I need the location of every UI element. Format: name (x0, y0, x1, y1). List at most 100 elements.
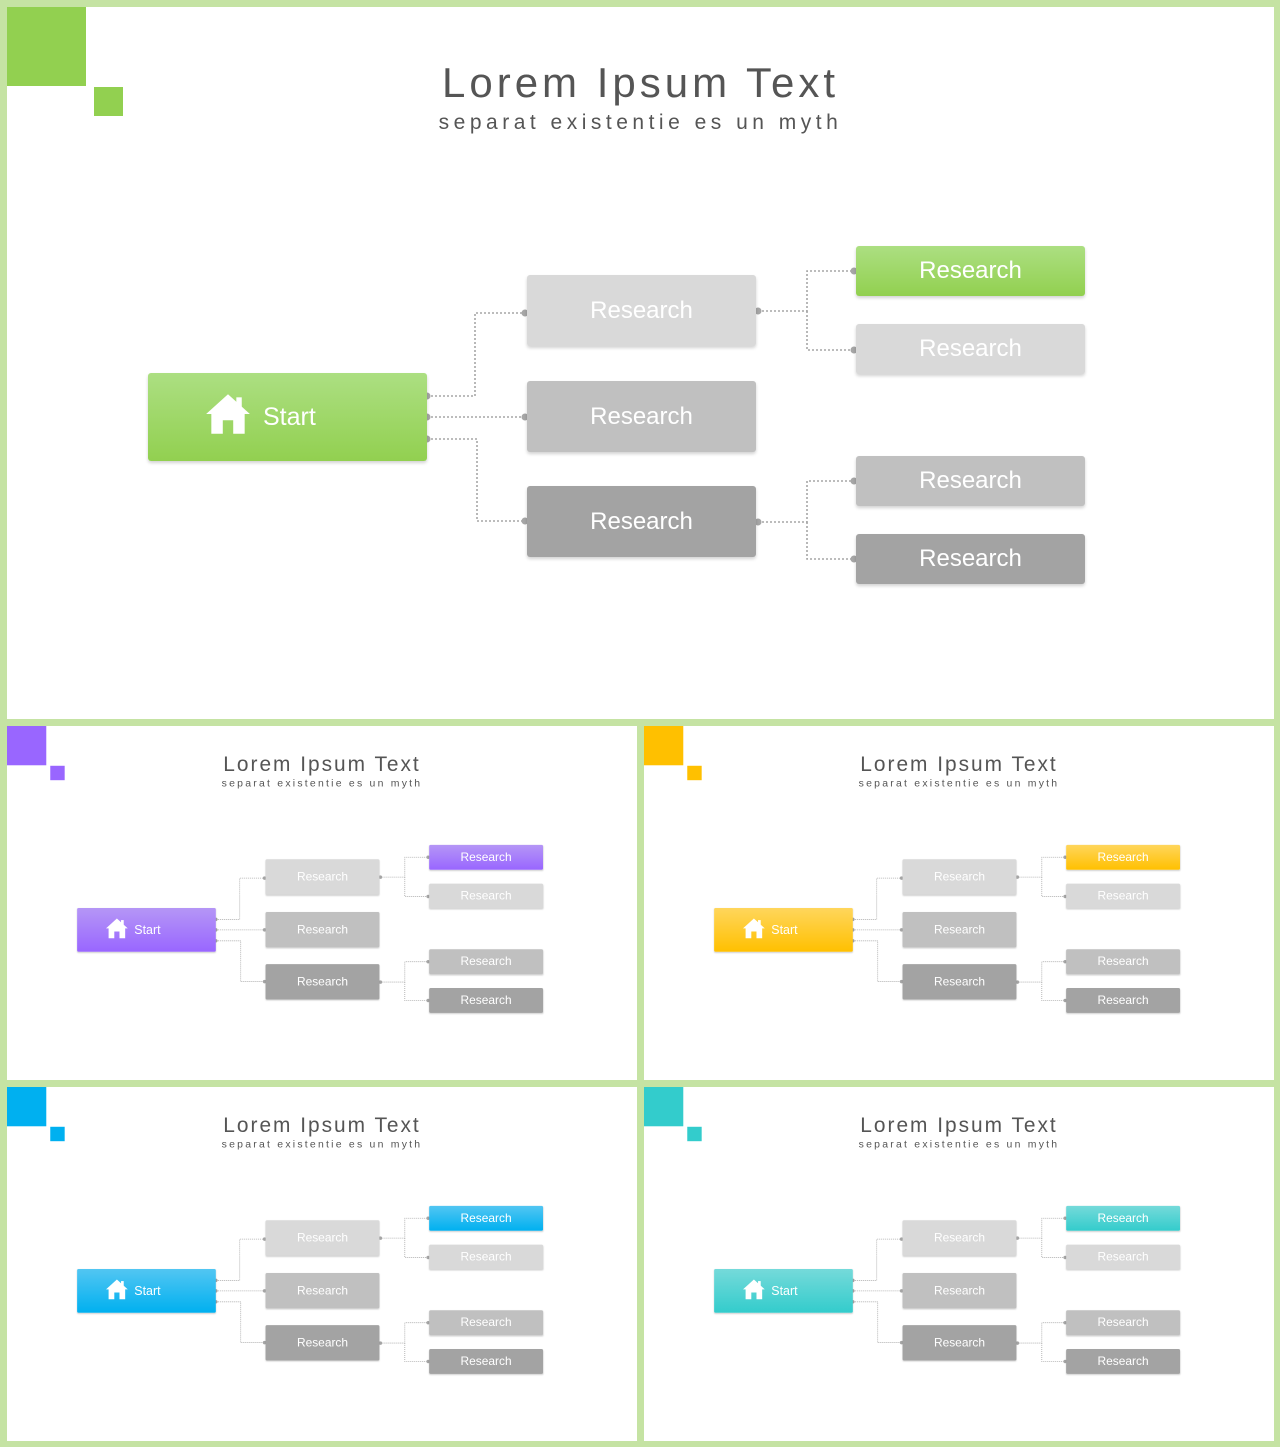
corner-square-small (94, 87, 123, 116)
connector-dot (1063, 998, 1067, 1003)
research-label: Research (296, 869, 349, 884)
research-node-upper[interactable]: Research (265, 1220, 380, 1256)
research-label: Research (460, 889, 512, 903)
connector-line (380, 1217, 429, 1239)
research-node-lower-top[interactable]: Research (429, 949, 544, 975)
corner-square-small (50, 1126, 65, 1142)
connector-line (1017, 1217, 1066, 1239)
research-node-lower-top[interactable]: Research (1066, 1310, 1181, 1336)
slide-title: Lorem Ipsum Text (223, 1112, 421, 1137)
connector-line (404, 1343, 429, 1362)
connector-line (1041, 1343, 1066, 1362)
research-node-upper-top[interactable]: Research (1066, 844, 1181, 870)
research-node-upper[interactable]: Research (527, 275, 756, 346)
research-label: Research (460, 993, 512, 1007)
connector-dot (850, 267, 858, 275)
research-node-lower-bottom[interactable]: Research (1066, 1349, 1181, 1374)
research-label: Research (1097, 889, 1149, 903)
home-icon (104, 1277, 129, 1305)
research-node-lower-bottom[interactable]: Research (429, 1349, 544, 1374)
connector-line (215, 1238, 265, 1281)
connector-dot (378, 980, 383, 984)
research-label: Research (296, 922, 349, 937)
connector-dot (1063, 1216, 1067, 1221)
research-node-upper-bottom[interactable]: Research (1066, 883, 1181, 909)
research-node-middle[interactable]: Research (265, 1272, 380, 1309)
research-node-middle[interactable]: Research (902, 1272, 1017, 1309)
research-node-upper-top[interactable]: Research (429, 844, 544, 870)
connector-dot (262, 1237, 267, 1241)
connector-line (427, 438, 525, 522)
start-node[interactable]: Start (714, 907, 853, 952)
research-node-lower-bottom[interactable]: Research (429, 988, 544, 1013)
connector-line (380, 961, 429, 983)
corner-square-large (644, 1087, 684, 1127)
research-node-middle[interactable]: Research (902, 911, 1017, 948)
connector-dot (850, 346, 858, 354)
corner-square-small (687, 1126, 702, 1142)
start-node[interactable]: Start (714, 1268, 853, 1313)
research-label: Research (919, 545, 1022, 572)
research-node-upper-bottom[interactable]: Research (429, 883, 544, 909)
research-label: Research (296, 974, 349, 989)
research-node-upper[interactable]: Research (265, 859, 380, 895)
research-node-upper-bottom[interactable]: Research (856, 324, 1085, 374)
connector-dot (426, 1320, 430, 1325)
connector-dot (262, 876, 267, 880)
start-node[interactable]: Start (148, 373, 427, 461)
research-node-lower[interactable]: Research (902, 1325, 1017, 1361)
connector-line (380, 1322, 429, 1344)
connector-line (215, 1301, 265, 1343)
connector-dot (426, 1359, 430, 1364)
research-node-upper-bottom[interactable]: Research (1066, 1244, 1181, 1270)
research-node-lower[interactable]: Research (265, 964, 380, 1000)
connector-line (215, 940, 265, 982)
research-label: Research (1097, 1315, 1149, 1330)
research-node-upper-bottom[interactable]: Research (429, 1244, 544, 1270)
research-label: Research (933, 1335, 986, 1350)
research-node-lower-bottom[interactable]: Research (1066, 988, 1181, 1013)
connector-dot (850, 477, 858, 485)
corner-square-small (50, 765, 65, 781)
connector-dot (754, 307, 762, 315)
research-label: Research (919, 335, 1022, 362)
slide-subtitle: separat existentie es un myth (858, 777, 1060, 790)
slide-title: Lorem Ipsum Text (860, 751, 1058, 776)
connector-line (404, 982, 429, 1001)
research-node-upper-top[interactable]: Research (429, 1205, 544, 1231)
research-node-middle[interactable]: Research (265, 911, 380, 948)
research-node-lower[interactable]: Research (265, 1325, 380, 1361)
research-node-lower[interactable]: Research (902, 964, 1017, 1000)
research-node-lower-bottom[interactable]: Research (856, 534, 1085, 584)
research-label: Research (933, 974, 986, 989)
slide-subtitle: separat existentie es un myth (858, 1138, 1060, 1151)
connector-lines (214, 855, 430, 1003)
research-node-upper[interactable]: Research (902, 1220, 1017, 1256)
research-node-lower-top[interactable]: Research (856, 456, 1085, 506)
research-label: Research (460, 1315, 512, 1330)
start-node[interactable]: Start (77, 907, 216, 952)
research-label: Research (933, 869, 986, 884)
connector-dot (1063, 894, 1067, 899)
research-node-lower[interactable]: Research (527, 486, 756, 557)
connector-dot (1015, 875, 1020, 879)
research-label: Research (1097, 850, 1149, 864)
research-node-lower-top[interactable]: Research (429, 1310, 544, 1336)
research-label: Research (460, 954, 512, 969)
connector-line (806, 311, 854, 351)
research-label: Research (1097, 993, 1149, 1007)
research-node-upper-top[interactable]: Research (1066, 1205, 1181, 1231)
connector-line (758, 270, 854, 312)
start-label: Start (134, 1283, 161, 1298)
research-node-middle[interactable]: Research (527, 381, 756, 452)
connector-dot (1015, 980, 1020, 984)
research-node-upper[interactable]: Research (902, 859, 1017, 895)
start-node[interactable]: Start (77, 1268, 216, 1313)
research-node-upper-top[interactable]: Research (856, 246, 1085, 296)
research-node-lower-top[interactable]: Research (1066, 949, 1181, 975)
